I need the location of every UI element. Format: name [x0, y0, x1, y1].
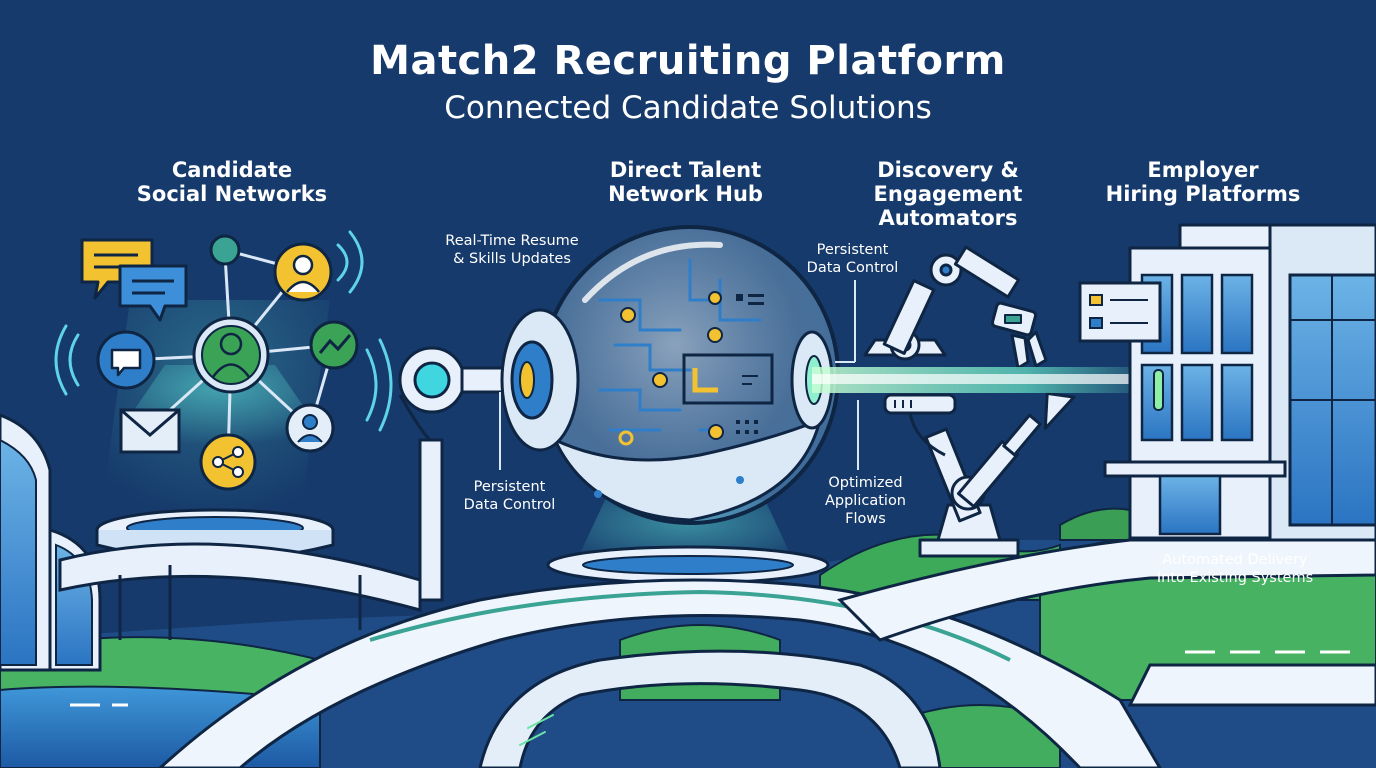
label-line: Into Existing Systems	[1156, 570, 1314, 586]
label-line: Flows	[845, 511, 886, 527]
heading-line: Network Hub	[608, 182, 763, 206]
heading-line: Candidate	[171, 158, 293, 182]
label-line: Data Control	[463, 497, 556, 513]
heading-line: Direct Talent	[609, 158, 762, 182]
envelope-icon	[119, 408, 181, 454]
profile-node-icon	[285, 403, 335, 453]
data-control-label-right: Persistent Data Control	[795, 241, 910, 277]
robot-arm-icon	[863, 245, 1076, 558]
label-line: Automated Delivery	[1162, 552, 1308, 568]
message-icon	[118, 264, 188, 322]
page-subtitle: Connected Candidate Solutions	[444, 90, 932, 126]
data-control-label-left: Persistent Data Control	[452, 478, 567, 514]
automated-delivery-label: Automated Delivery Into Existing Systems	[1140, 551, 1330, 587]
circuit-sphere-icon	[540, 225, 840, 525]
heading-line: Social Networks	[136, 182, 328, 206]
person-icon	[273, 242, 333, 302]
page-title: Match2 Recruiting Platform	[370, 38, 1006, 84]
label-line: Data Control	[806, 260, 899, 276]
social-networks-heading: Candidate Social Networks	[122, 158, 342, 206]
label-line: Application	[824, 493, 907, 509]
resume-updates-label: Real-Time Resume & Skills Updates	[432, 232, 592, 268]
heading-line: Automators	[878, 206, 1018, 230]
chat-bubble-icon	[80, 238, 154, 300]
label-line: Real-Time Resume	[445, 233, 579, 249]
label-line: Persistent	[816, 242, 889, 258]
discovery-heading: Discovery & Engagement Automators	[858, 158, 1038, 230]
share-icon	[199, 433, 257, 491]
user-icon	[192, 316, 270, 394]
heading-line: Engagement	[873, 182, 1023, 206]
employer-heading: Employer Hiring Platforms	[1098, 158, 1308, 206]
label-line: Optimized	[828, 475, 903, 491]
talent-hub-heading: Direct Talent Network Hub	[583, 158, 788, 206]
window-panel-icon	[1078, 281, 1162, 343]
label-line: Persistent	[473, 479, 546, 495]
chat-node-icon	[96, 330, 156, 390]
office-building-icon	[1103, 223, 1376, 542]
label-line: & Skills Updates	[453, 251, 571, 267]
trend-icon	[309, 320, 359, 370]
heading-line: Discovery &	[877, 158, 1019, 182]
application-flows-label: Optimized Application Flows	[808, 474, 923, 528]
heading-line: Employer	[1147, 158, 1259, 182]
heading-line: Hiring Platforms	[1105, 182, 1301, 206]
